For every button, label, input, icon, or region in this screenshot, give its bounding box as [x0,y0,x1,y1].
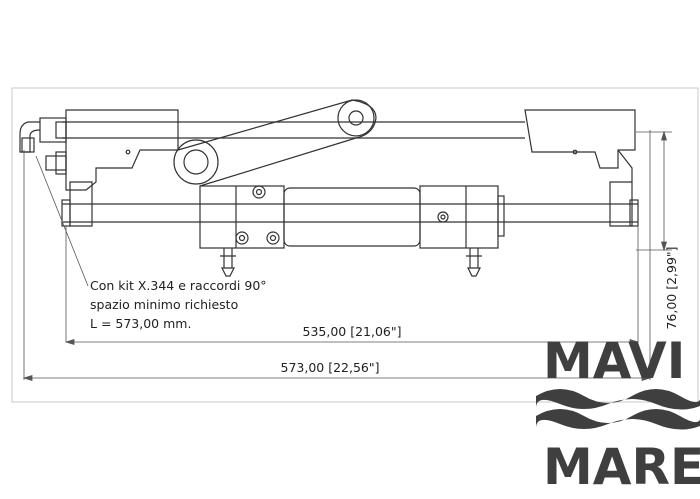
lever-arm [177,99,377,187]
drawing-frame [11,87,699,403]
dim-vertical-label: 76,00 [2,99"] [664,246,679,329]
logo-text-top: MAVI [543,332,685,390]
note-line-1: Con kit X.344 e raccordi 90° [90,278,267,293]
cylinder-body [19,99,639,277]
left-end-bracket [65,109,179,191]
valve-block [199,185,285,249]
logo-text-bottom: MARE [543,438,700,494]
dim-inner-label: 535,00 [21,06"] [303,324,402,339]
logo-wave-2 [536,409,700,430]
cylinder-barrel [283,187,421,247]
note-line-2: spazio minimo richiesto [90,297,238,312]
logo-wave-1 [536,389,700,410]
dimension-lines [22,130,672,382]
right-end-bracket [524,109,636,169]
note-leader [23,130,651,380]
dim-overall-label: 573,00 [22,56"] [281,360,380,375]
note-line-3: L = 573,00 mm. [90,316,191,331]
mavimare-logo: MAVI MARE [536,332,700,496]
